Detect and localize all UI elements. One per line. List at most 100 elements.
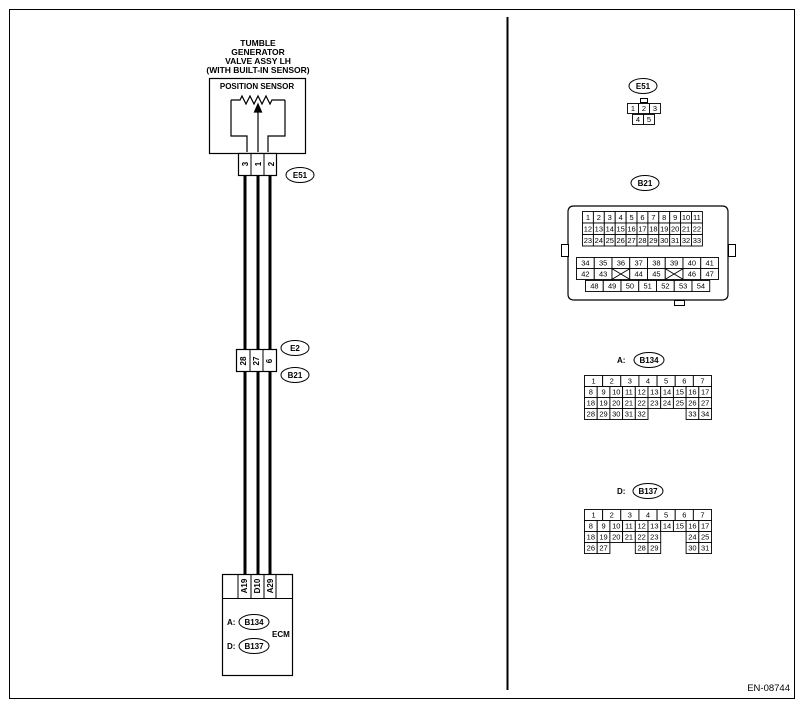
b21-key — [674, 300, 685, 306]
ecm-b137-callout — [238, 638, 270, 654]
pin-number: 1 — [591, 511, 595, 520]
pin-number: 22 — [637, 533, 645, 542]
pin-number: 15 — [676, 388, 684, 397]
figure-code: EN-08744 — [747, 683, 790, 694]
pin-number: 28 — [638, 236, 646, 245]
pin-number: 2 — [610, 377, 614, 386]
pin-number: 5 — [629, 213, 633, 222]
pin-number: 14 — [663, 388, 671, 397]
pin-number: 52 — [661, 282, 669, 291]
pin-number: 1 — [631, 104, 635, 113]
pin-number: 25 — [676, 399, 684, 408]
pin-number: 4 — [646, 377, 650, 386]
pin-number: 33 — [688, 410, 696, 419]
b21-cavity — [691, 280, 711, 292]
b134-cavity — [698, 408, 712, 420]
pin-number: 16 — [688, 522, 696, 531]
pin-number: 24 — [663, 399, 671, 408]
pin-number: 10 — [612, 388, 620, 397]
ecm-prefix-a: A: — [227, 618, 235, 627]
harness-wires — [243, 176, 272, 574]
pin-number: 23 — [650, 533, 658, 542]
b134-cavity — [634, 408, 649, 420]
pin-number: 22 — [637, 399, 645, 408]
pin-number: 31 — [701, 544, 709, 553]
pin-number: 41 — [705, 259, 713, 268]
pin-number: 45 — [652, 270, 660, 279]
pin-number: 31 — [625, 410, 633, 419]
pin-number: 29 — [650, 544, 658, 553]
b21-cavity — [700, 268, 719, 280]
pin-number: 26 — [587, 544, 595, 553]
sensor-pin-2: 2 — [267, 161, 276, 166]
pin-number: 12 — [584, 224, 592, 233]
pin-number: 19 — [599, 399, 607, 408]
blank-cavity-mark — [665, 268, 683, 280]
pin-number: 17 — [701, 522, 709, 531]
potentiometer-symbol — [230, 94, 286, 152]
component-title: TUMBLE GENERATOR VALVE ASSY LH (WITH BUI… — [206, 38, 309, 75]
b134-face-prefix: A: — [617, 356, 625, 365]
pin-number: 24 — [595, 236, 603, 245]
pin-number: 46 — [688, 270, 696, 279]
pin-number: 27 — [599, 544, 607, 553]
ecm-b134-callout — [238, 614, 270, 630]
joint-pin-6: 6 — [265, 358, 274, 363]
b137-face-prefix: D: — [617, 487, 625, 496]
pin-number: 16 — [627, 224, 635, 233]
pin-number: 49 — [608, 282, 616, 291]
pin-number: 15 — [676, 522, 684, 531]
pin-number: 5 — [664, 511, 668, 520]
pin-number: 18 — [587, 533, 595, 542]
pin-number: 2 — [610, 511, 614, 520]
pin-number: 1 — [591, 377, 595, 386]
pin-number: 50 — [626, 282, 634, 291]
pin-number: 38 — [652, 259, 660, 268]
pin-number: 27 — [627, 236, 635, 245]
pin-number: 3 — [608, 213, 612, 222]
e51-callout — [285, 167, 315, 183]
pin-number: 17 — [701, 388, 709, 397]
pin-number: 24 — [688, 533, 696, 542]
pin-number: 51 — [643, 282, 651, 291]
pin-number: 2 — [642, 104, 646, 113]
pin-number: 42 — [581, 270, 589, 279]
pin-number: 25 — [701, 533, 709, 542]
e51-cavity — [643, 114, 655, 125]
component-title-line-1: TUMBLE — [240, 38, 276, 48]
e51-face-label: E51 — [636, 82, 651, 91]
b21-callout — [280, 367, 310, 383]
pin-number: 4 — [646, 511, 650, 520]
pin-number: 11 — [693, 213, 701, 222]
pin-number: 15 — [616, 224, 624, 233]
pin-number: 26 — [616, 236, 624, 245]
pin-number: 25 — [606, 236, 614, 245]
pin-number: 29 — [649, 236, 657, 245]
pin-number: 5 — [647, 115, 651, 124]
pin-number: 20 — [612, 533, 620, 542]
pin-number: 4 — [636, 115, 640, 124]
b21-face-label: B21 — [638, 179, 653, 188]
pin-number: 33 — [693, 236, 701, 245]
pin-number: 9 — [673, 213, 677, 222]
sensor-pin-3: 3 — [241, 161, 250, 166]
pin-number: 30 — [688, 544, 696, 553]
b21-right-latch — [728, 244, 736, 257]
pin-number: 23 — [650, 399, 658, 408]
pin-number: 13 — [650, 522, 658, 531]
ecm-label: ECM — [272, 630, 290, 639]
diagram-frame — [9, 9, 795, 699]
ecm-pin-d10: D10 — [253, 578, 262, 593]
pin-number: 32 — [682, 236, 690, 245]
pin-number: 34 — [581, 259, 589, 268]
pin-number: 10 — [682, 213, 690, 222]
pin-number: 54 — [697, 282, 705, 291]
blank-cavity-mark — [612, 268, 630, 280]
pin-number: 7 — [700, 511, 704, 520]
pin-number: 12 — [637, 388, 645, 397]
pin-number: 34 — [701, 410, 709, 419]
